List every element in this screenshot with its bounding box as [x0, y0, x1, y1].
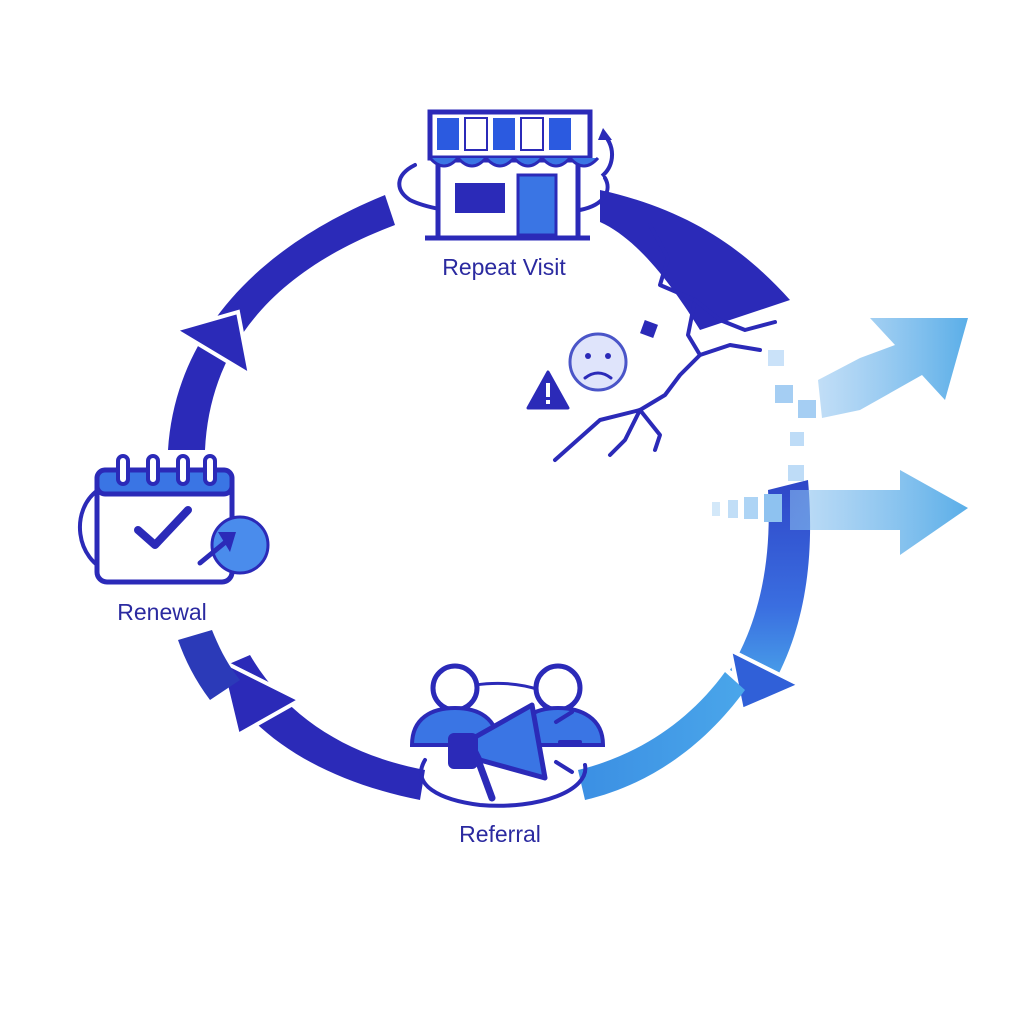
- exit-arrow-upper: [768, 318, 968, 481]
- crack-fragment: [640, 320, 658, 338]
- loop-arrowhead-right: [727, 646, 805, 713]
- sad-face-icon: [568, 332, 628, 392]
- warning-icon: [526, 370, 570, 410]
- megaphone-people-icon: [409, 663, 606, 808]
- crack-icon: [553, 223, 777, 462]
- loop-arrowhead-bottom-left: [217, 656, 305, 739]
- stage-label-renewal: Renewal: [117, 599, 207, 625]
- stage-label-referral: Referral: [459, 821, 541, 847]
- loop-arc-right: [730, 480, 811, 690]
- loop-arc-top-right: [600, 190, 790, 330]
- calendar-check-icon: [77, 454, 270, 585]
- loop-arrowhead-top-left: [170, 309, 253, 380]
- stage-label-repeat-visit: Repeat Visit: [442, 254, 566, 280]
- storefront-icon: [397, 109, 614, 241]
- exit-arrow-lower: [712, 470, 968, 555]
- loop-arc-left-lower: [178, 630, 240, 700]
- loop-arc-bottom-right: [578, 672, 745, 800]
